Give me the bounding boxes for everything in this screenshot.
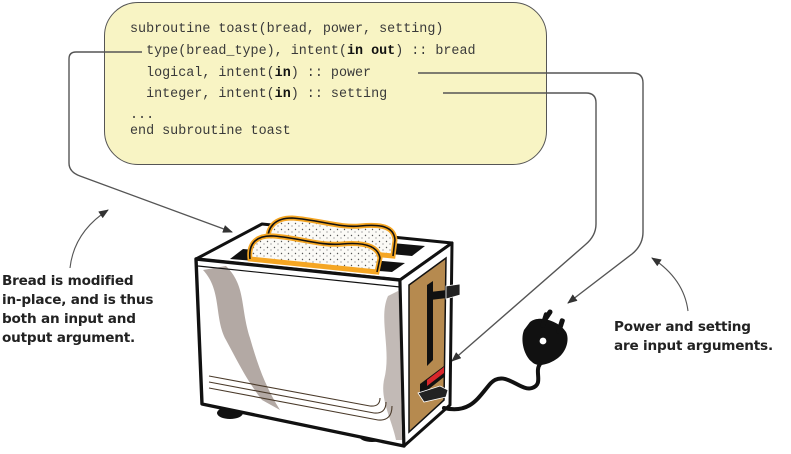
code-line-signature: subroutine toast(bread, power, setting) xyxy=(130,22,443,38)
code-block xyxy=(104,2,547,165)
bread-slice-front-icon xyxy=(247,233,383,275)
code-text: ) :: setting xyxy=(290,87,388,102)
code-text: end subroutine toast xyxy=(130,124,291,139)
inputs-annotation: Power and setting are input arguments. xyxy=(614,319,773,354)
setting-connector-arrow xyxy=(443,92,597,362)
power-cord xyxy=(442,362,542,412)
code-text: ) :: power xyxy=(290,66,372,81)
code-line-power-declaration: logical, intent(in) :: power xyxy=(130,66,371,82)
power-connector-arrow xyxy=(418,72,644,304)
bread-note-pointer xyxy=(69,209,109,269)
toaster-icon xyxy=(194,215,461,448)
code-line-bread-declaration: type(bread_type), intent(in out) :: brea… xyxy=(130,44,476,60)
code-text: ) :: bread xyxy=(395,44,476,59)
inputs-note-pointer xyxy=(651,257,689,312)
code-text: logical, intent( xyxy=(130,66,275,81)
power-plug-icon xyxy=(442,309,568,412)
toaster-reflection-edge xyxy=(383,290,402,440)
toaster-setting-dial-icon xyxy=(417,366,449,403)
code-text: subroutine toast(bread, power, setting) xyxy=(130,22,444,37)
code-keyword: in xyxy=(274,87,291,102)
bread-annotation: Bread is modified in-place, and is thus … xyxy=(2,273,154,346)
code-keyword: in out xyxy=(346,44,396,59)
code-line-end: end subroutine toast xyxy=(130,124,291,140)
bread-connector-arrow xyxy=(68,51,233,233)
code-line-ellipsis: ... xyxy=(130,108,154,124)
toaster-reflection xyxy=(203,266,280,410)
code-keyword: in xyxy=(274,66,291,81)
toaster-lever-icon xyxy=(430,283,461,300)
code-text: integer, intent( xyxy=(130,87,275,102)
code-text: ... xyxy=(130,108,155,123)
code-line-setting-declaration: integer, intent(in) :: setting xyxy=(130,87,387,103)
code-text: type(bread_type), intent( xyxy=(130,44,347,59)
toaster-lever-slot xyxy=(427,281,433,366)
